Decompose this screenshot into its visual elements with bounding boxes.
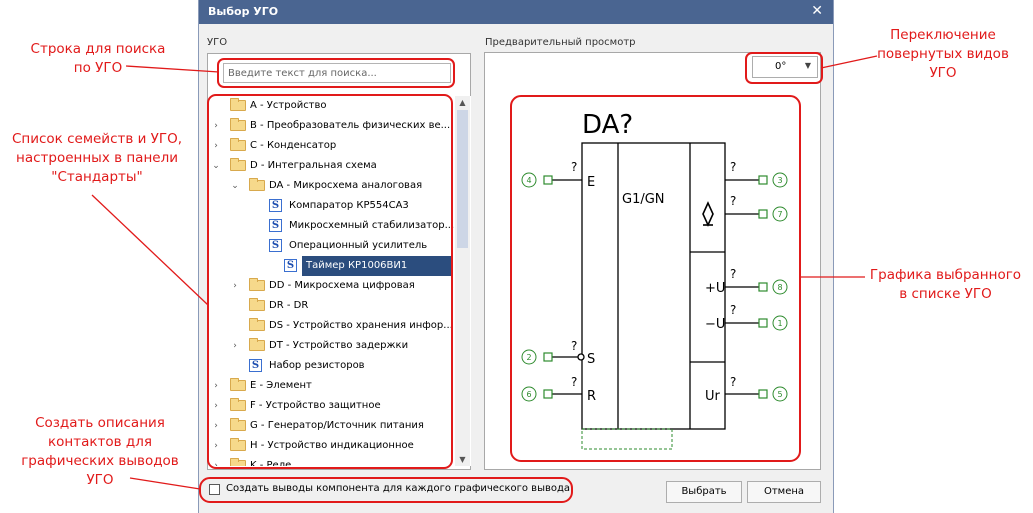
folder-icon <box>230 138 246 151</box>
tree-item[interactable]: › DT - Устройство задержки <box>209 336 471 356</box>
tree-item[interactable]: › DD - Микросхема цифровая <box>209 276 471 296</box>
tree-item-label: Операционный усилитель <box>289 240 428 251</box>
expand-icon[interactable]: › <box>214 381 218 391</box>
tree-item[interactable]: S Набор резисторов <box>209 356 471 376</box>
annotation-tree: Список семейств и УГО,настроенных в пане… <box>11 131 183 185</box>
expand-icon[interactable]: › <box>214 141 218 151</box>
collapse-icon[interactable]: ⌄ <box>231 181 239 191</box>
expand-icon[interactable]: › <box>214 441 218 451</box>
folder-icon <box>230 158 246 171</box>
tree-item-label: Набор резисторов <box>269 360 365 371</box>
tree-item[interactable]: S Компаратор КР554СА3 <box>209 196 471 216</box>
tree-item-label: F - Устройство защитное <box>250 400 381 411</box>
expand-icon[interactable]: › <box>233 341 237 351</box>
tree-scrollbar[interactable]: ▲ ▼ <box>455 96 470 466</box>
tree-item[interactable]: ⌄ D - Интегральная схема <box>209 156 471 176</box>
folder-icon <box>249 338 265 351</box>
tree-item[interactable]: ⌄ DA - Микросхема аналоговая <box>209 176 471 196</box>
tree-item-label: B - Преобразователь физических ве... <box>250 120 451 131</box>
chevron-down-icon: ▼ <box>804 61 811 70</box>
tree-item[interactable]: › K - Реле <box>209 456 471 466</box>
rotation-value: 0° <box>775 61 787 72</box>
folder-icon <box>230 458 246 466</box>
tree-item[interactable]: S Операционный усилитель <box>209 236 471 256</box>
tree-item[interactable]: › C - Конденсатор <box>209 136 471 156</box>
folder-icon <box>249 298 265 311</box>
dialog-title: Выбор УГО <box>208 5 279 18</box>
tree-item[interactable]: › B - Преобразователь физических ве... <box>209 116 471 136</box>
tree-item-label: DA - Микросхема аналоговая <box>269 180 423 191</box>
tree-item[interactable]: › G - Генератор/Источник питания <box>209 416 471 436</box>
symbol-s-icon: S <box>249 359 262 372</box>
tree-item-label: G - Генератор/Источник питания <box>250 420 424 431</box>
folder-icon <box>230 118 246 131</box>
tree-item-label: Микросхемный стабилизатор... <box>289 220 455 231</box>
tree-item[interactable]: › H - Устройство индикационное <box>209 436 471 456</box>
cancel-button[interactable]: Отмена <box>747 481 821 503</box>
close-icon[interactable]: ✕ <box>811 3 823 19</box>
symbol-s-icon: S <box>269 219 282 232</box>
rotation-dropdown[interactable]: 0° ▼ <box>752 56 818 78</box>
collapse-icon[interactable]: ⌄ <box>212 161 220 171</box>
dialog-titlebar[interactable]: Выбор УГО ✕ <box>199 0 833 24</box>
expand-icon[interactable]: › <box>233 281 237 291</box>
expand-icon[interactable]: › <box>214 121 218 131</box>
tree-item[interactable]: DS - Устройство хранения инфор... <box>209 316 471 336</box>
expand-icon[interactable]: › <box>214 461 218 466</box>
tree-item-label: D - Интегральная схема <box>250 160 377 171</box>
tree-item-label: А - Устройство <box>250 100 327 111</box>
scroll-up-icon[interactable]: ▲ <box>459 98 466 107</box>
tree-item[interactable]: DR - DR <box>209 296 471 316</box>
folder-icon <box>249 318 265 331</box>
tree-item[interactable]: › E - Элемент <box>209 376 471 396</box>
create-pins-checkbox[interactable] <box>209 484 220 495</box>
ugo-section-label: УГО <box>207 37 228 48</box>
tree-item[interactable]: А - Устройство <box>209 96 471 116</box>
folder-icon <box>249 278 265 291</box>
scroll-down-icon[interactable]: ▼ <box>459 455 466 464</box>
folder-icon <box>249 178 265 191</box>
expand-icon[interactable]: › <box>214 401 218 411</box>
tree-item[interactable]: › F - Устройство защитное <box>209 396 471 416</box>
folder-icon <box>230 438 246 451</box>
search-input[interactable] <box>223 63 451 83</box>
create-pins-label: Создать выводы компонента для каждого гр… <box>226 483 571 494</box>
ugo-tree[interactable]: А - Устройство › B - Преобразователь физич… <box>209 96 471 466</box>
tree-item-label: DD - Микросхема цифровая <box>269 280 415 291</box>
expand-icon[interactable]: › <box>214 421 218 431</box>
tree-item[interactable]: S Таймер КР1006ВИ1 <box>284 256 451 276</box>
symbol-s-icon: S <box>284 259 297 272</box>
folder-icon <box>230 398 246 411</box>
tree-item-label: E - Элемент <box>250 380 312 391</box>
folder-icon <box>230 98 246 111</box>
select-button[interactable]: Выбрать <box>666 481 742 503</box>
tree-item-label: H - Устройство индикационное <box>250 440 414 451</box>
symbol-s-icon: S <box>269 199 282 212</box>
tree-item-label: DS - Устройство хранения инфор... <box>269 320 453 331</box>
folder-icon <box>230 378 246 391</box>
preview-section-label: Предварительный просмотр <box>485 37 636 48</box>
tree-item-label: DR - DR <box>269 300 309 311</box>
tree-item-label: Компаратор КР554СА3 <box>289 200 409 211</box>
tree-item[interactable]: S Микросхемный стабилизатор... <box>209 216 471 236</box>
tree-item-label: K - Реле <box>250 460 292 466</box>
callout-line-tree <box>91 194 209 306</box>
scroll-thumb[interactable] <box>457 110 468 248</box>
tree-item-label: Таймер КР1006ВИ1 <box>306 260 408 271</box>
tree-item-label: C - Конденсатор <box>250 140 337 151</box>
tree-item-label: DT - Устройство задержки <box>269 340 409 351</box>
folder-icon <box>230 418 246 431</box>
preview-panel <box>484 52 821 470</box>
symbol-s-icon: S <box>269 239 282 252</box>
